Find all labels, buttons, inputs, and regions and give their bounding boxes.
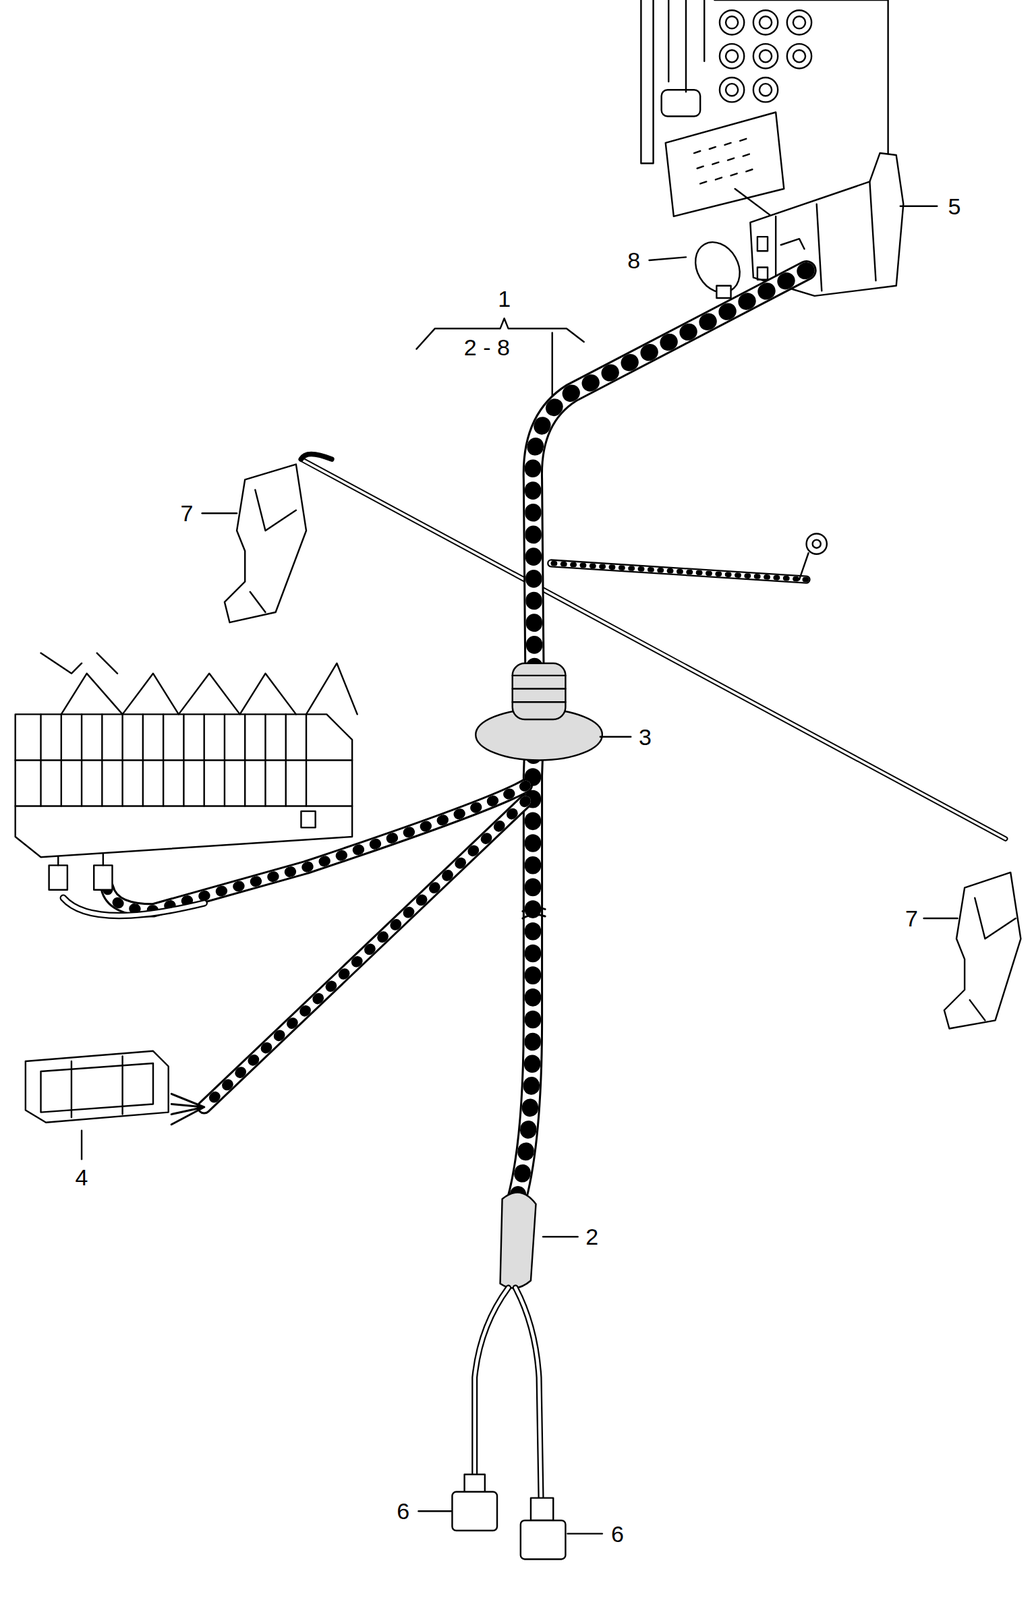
clip-left (224, 464, 307, 624)
leader-lines (81, 206, 958, 1535)
callout-number: 5 (948, 194, 962, 218)
callout-number: 1 (497, 287, 511, 311)
relay-panel (15, 653, 358, 858)
callout-number: 7 (180, 501, 193, 525)
connector-4 (25, 1051, 169, 1124)
callout-number: 7 (905, 907, 919, 931)
leader-line (551, 332, 554, 403)
clip-right (944, 872, 1022, 1030)
grommet (475, 663, 603, 761)
callout-number: 8 (627, 248, 641, 272)
housing-2 (451, 1192, 566, 1560)
callout-number: 2 - 8 (464, 335, 510, 359)
callout-number: 3 (638, 725, 652, 749)
abs-connector (750, 153, 904, 297)
thin-wires (300, 453, 1006, 840)
cable-tie (686, 234, 749, 301)
callout-number: 6 (396, 1500, 410, 1524)
abs-unit (640, 0, 888, 220)
callout-number: 2 (585, 1225, 599, 1249)
callout-number: 6 (611, 1523, 624, 1546)
callout-number: 4 (75, 1166, 89, 1190)
